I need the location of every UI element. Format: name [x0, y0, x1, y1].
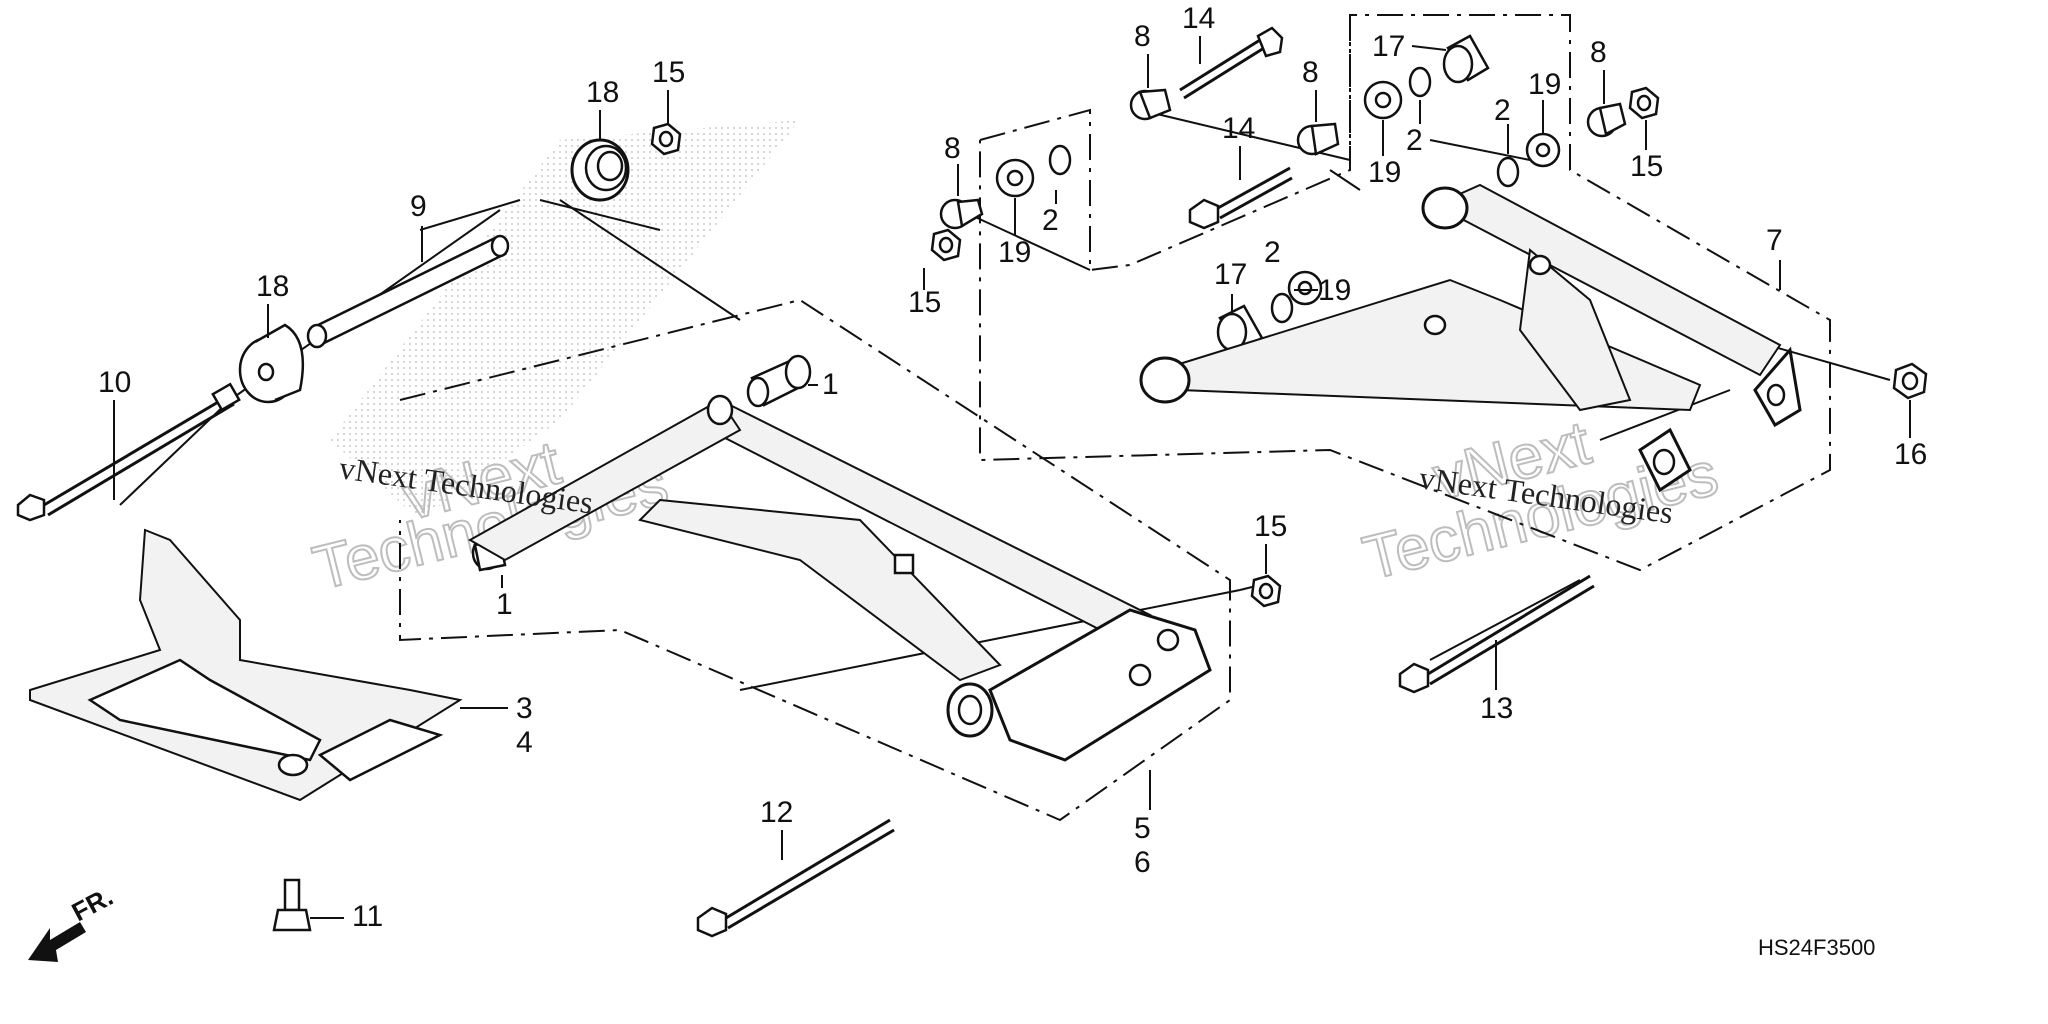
- bushing-19-b: [1363, 80, 1403, 120]
- callout-10: 10: [98, 366, 131, 399]
- callout-1-right: 1: [822, 368, 839, 401]
- nut-15-b: [1250, 574, 1282, 608]
- callout-3: 3: [516, 692, 533, 725]
- bolt-12: [696, 818, 895, 938]
- callout-19-d: 19: [1528, 68, 1561, 101]
- callout-7: 7: [1766, 224, 1783, 257]
- outline-upper-box: [979, 14, 1831, 572]
- outline-lower-arm: [399, 298, 1231, 822]
- callout-18-b: 18: [256, 270, 289, 303]
- bolt-14-mid: [1188, 166, 1293, 230]
- bushing-19-d: [1525, 132, 1561, 168]
- nut-15-d: [1628, 86, 1660, 120]
- swingarm-5-6: [467, 394, 1212, 762]
- collar-8-d: [1586, 102, 1627, 138]
- callout-6: 6: [1134, 846, 1151, 879]
- callout-19-c: 19: [1318, 274, 1351, 307]
- collar-8-c: [1296, 122, 1340, 156]
- callout-2-a: 2: [1042, 204, 1059, 237]
- callout-8-b: 8: [1134, 20, 1151, 53]
- front-label: FR.: [67, 881, 118, 927]
- front-arrow: FR.: [28, 881, 118, 962]
- bolt-13: [1398, 574, 1595, 694]
- callout-1-left: 1: [496, 588, 513, 621]
- callout-14-b: 14: [1222, 112, 1255, 145]
- callout-13: 13: [1480, 692, 1513, 725]
- spacer-18-left: [238, 323, 305, 404]
- bolt-14-top: [1179, 26, 1284, 100]
- bolt-11: [272, 878, 312, 932]
- callout-15-b: 15: [1254, 510, 1287, 543]
- callout-15-c: 15: [908, 286, 941, 319]
- bushing-19-c: [1287, 270, 1323, 306]
- callout-12: 12: [760, 796, 793, 829]
- callout-17-b: 17: [1214, 258, 1247, 291]
- callout-11: 11: [352, 900, 383, 933]
- callout-16: 16: [1894, 438, 1927, 471]
- callout-9: 9: [410, 190, 427, 223]
- shading-area: [330, 120, 800, 520]
- nut-15-c: [930, 228, 962, 262]
- pipe-9: [306, 234, 510, 349]
- diagram-code: HS24F3500: [1758, 935, 1875, 960]
- callout-5: 5: [1134, 812, 1151, 845]
- callout-8-d: 8: [1590, 36, 1607, 69]
- a-arm-7: [1139, 183, 1802, 493]
- callout-15-d: 15: [1630, 150, 1663, 183]
- bushing-1-right: [746, 354, 812, 408]
- callout-15-a: 15: [652, 56, 685, 89]
- callout-18-a: 18: [586, 76, 619, 109]
- bushing-19-a: [995, 158, 1035, 198]
- callout-14-a: 14: [1182, 2, 1215, 35]
- callout-2-c: 2: [1264, 236, 1281, 269]
- bolt-10: [16, 382, 241, 522]
- bushing-17-top: [1442, 34, 1490, 84]
- collar-8-b: [1129, 88, 1172, 121]
- callouts: 1 1 2 2 2 2 3 4 5 6 7 8 8 8 8 9 10 11 12…: [98, 2, 1927, 933]
- callout-8-c: 8: [1302, 56, 1319, 89]
- o-rings-2: [1048, 66, 1520, 324]
- callout-19-a: 19: [998, 236, 1031, 269]
- callout-19-b: 19: [1368, 156, 1401, 189]
- collar-8-a: [939, 198, 984, 230]
- seal-18-top: [570, 138, 630, 202]
- callout-8-a: 8: [944, 132, 961, 165]
- callout-2-d: 2: [1494, 94, 1511, 127]
- callout-ticks: [113, 36, 1911, 919]
- front-arrow-icon: [28, 922, 86, 962]
- callout-4: 4: [516, 726, 533, 759]
- callout-17-a: 17: [1372, 30, 1405, 63]
- nut-16: [1892, 362, 1928, 400]
- callout-2-b: 2: [1406, 124, 1423, 157]
- skid-plate-3-4: [29, 528, 463, 802]
- nut-15-a: [650, 122, 682, 156]
